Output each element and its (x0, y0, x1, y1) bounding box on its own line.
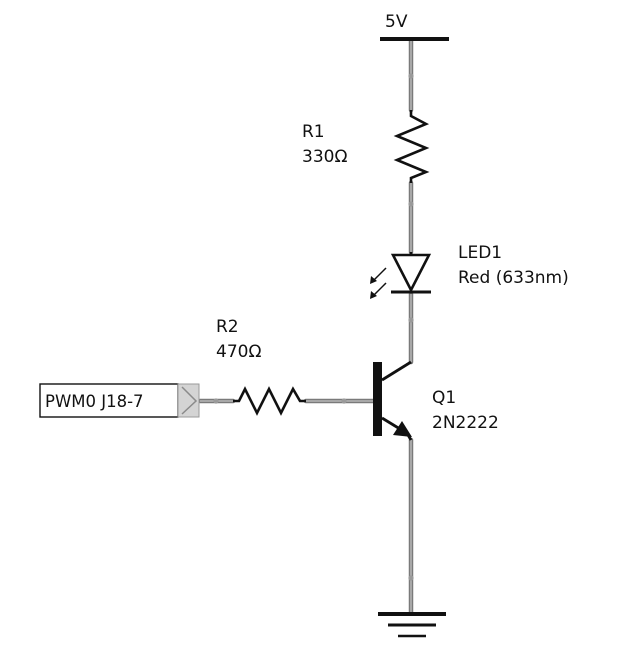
q1-value-label: 2N2222 (432, 413, 499, 433)
transistor-q1[interactable] (373, 360, 413, 441)
power-label: 5V (385, 12, 408, 32)
ground-icon[interactable] (378, 612, 446, 638)
power-5v[interactable]: 5V (380, 12, 449, 41)
resistor-r2[interactable] (233, 386, 306, 416)
r1-value-label: 330Ω (302, 147, 347, 167)
wires (197, 37, 414, 615)
input-port-pwm0[interactable]: PWM0 J18-7 (39, 383, 200, 418)
led-value-label: Red (633nm) (458, 268, 569, 288)
r2-ref-label: R2 (216, 317, 239, 337)
r1-ref-label: R1 (302, 122, 325, 142)
led-ref-label: LED1 (458, 243, 502, 263)
light-emission-icon (370, 267, 387, 299)
resistor-r1[interactable] (393, 110, 430, 183)
wire-joints (213, 73, 414, 581)
led-led1[interactable] (370, 252, 432, 299)
input-port-label: PWM0 J18-7 (45, 392, 144, 411)
q1-ref-label: Q1 (432, 388, 456, 408)
r2-value-label: 470Ω (216, 342, 261, 362)
